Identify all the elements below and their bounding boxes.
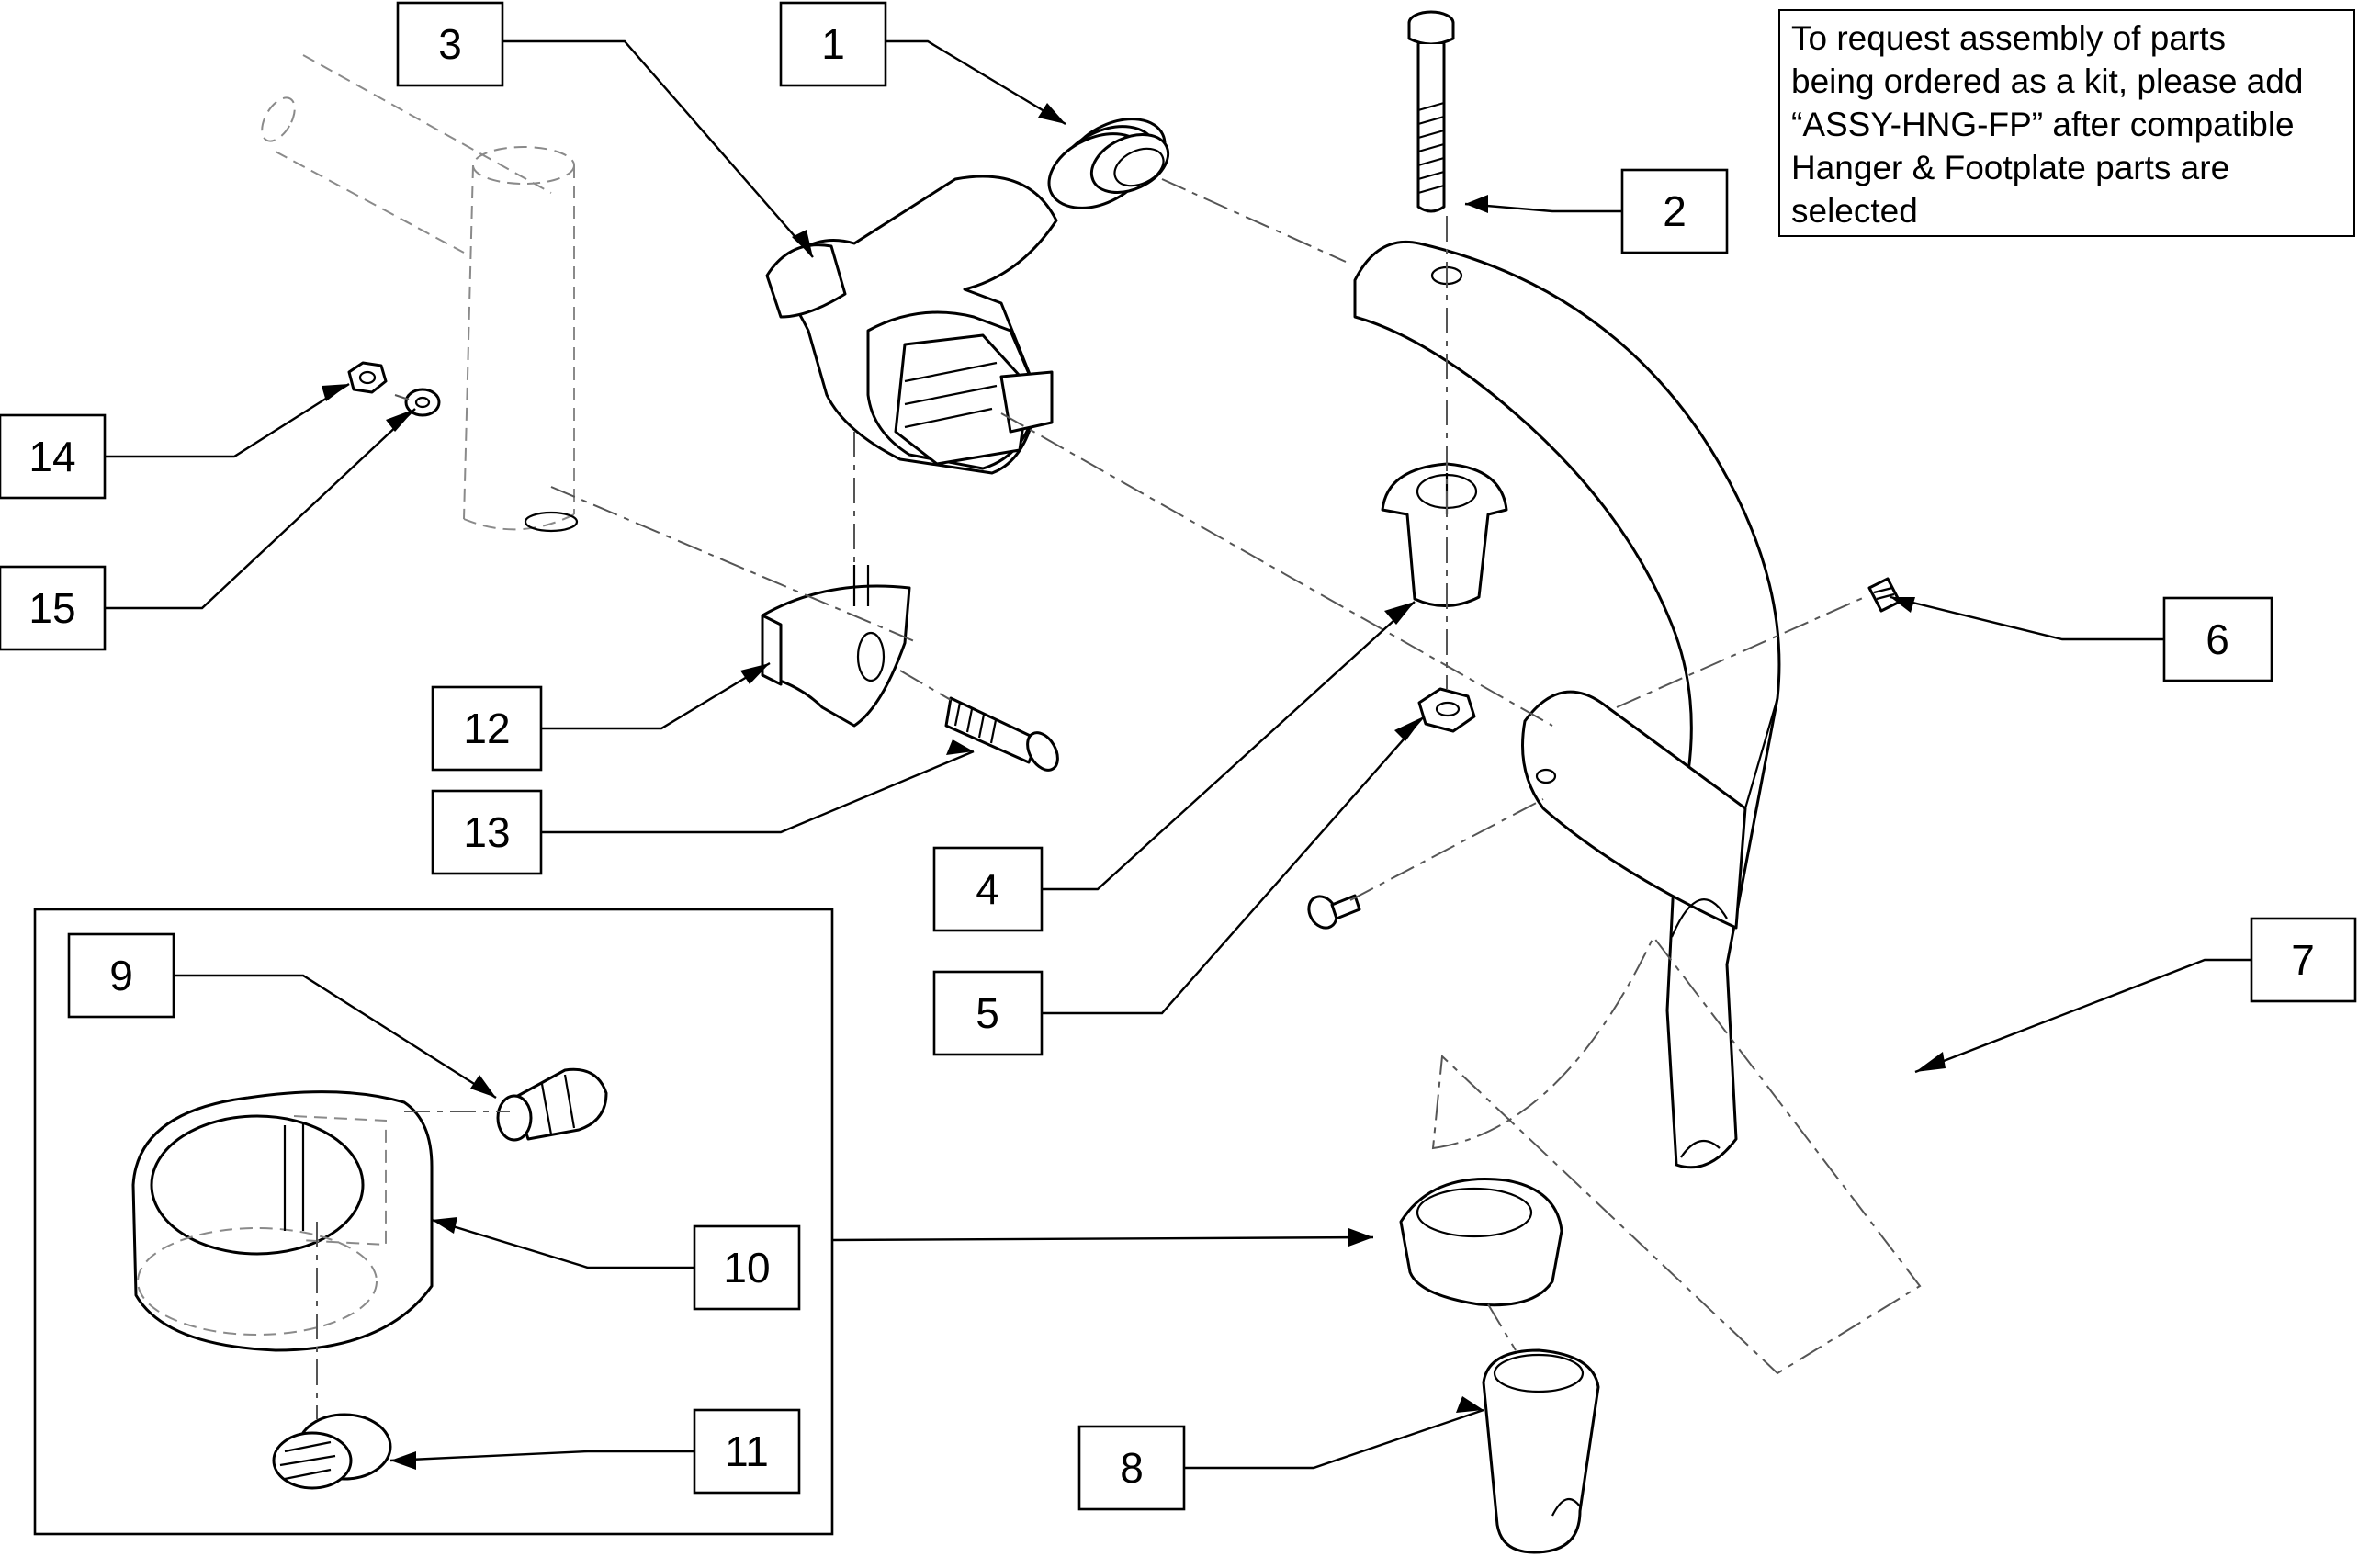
part-8-sleeve — [1482, 1348, 1600, 1554]
part-10-collar — [131, 1090, 434, 1352]
part-4-cup — [1381, 462, 1508, 608]
callout-15-label: 15 — [28, 584, 75, 632]
callout-5: 5 — [932, 970, 1044, 1056]
callout-13-label: 13 — [463, 808, 510, 856]
callout-2-label: 2 — [1663, 187, 1687, 235]
callout-8: 8 — [1077, 1425, 1186, 1511]
ring-part — [1399, 1177, 1563, 1307]
callout-13: 13 — [431, 789, 543, 875]
callout-1: 1 — [779, 1, 887, 87]
inset-box — [33, 908, 834, 1536]
callout-14: 14 — [0, 413, 107, 500]
part-3-latch-assembly — [765, 175, 1058, 475]
part-11-knob — [272, 1413, 392, 1490]
callout-12-label: 12 — [463, 705, 510, 752]
callout-10-label: 10 — [723, 1244, 770, 1292]
callout-10: 10 — [693, 1224, 801, 1311]
assembly-note: To request assembly of parts being order… — [1778, 9, 2355, 237]
callout-11: 11 — [693, 1408, 801, 1495]
callout-1-label: 1 — [821, 20, 845, 68]
note-line: being ordered as a kit, please add — [1791, 62, 2304, 100]
callout-4: 4 — [932, 846, 1044, 932]
callout-7-label: 7 — [2291, 936, 2315, 984]
callout-11-label: 11 — [725, 1427, 769, 1475]
arrowheads — [322, 103, 1946, 1470]
note-line: Hanger & Footplate parts are — [1791, 149, 2230, 186]
part-12-clamp — [761, 565, 911, 728]
frame-tube-phantom — [261, 54, 579, 533]
part-6-screw — [1867, 577, 1901, 613]
note-line: To request assembly of parts — [1791, 19, 2226, 57]
callout-8-label: 8 — [1120, 1444, 1144, 1492]
callout-15: 15 — [0, 565, 107, 651]
note-line: selected — [1791, 192, 1918, 230]
part-14-nut — [347, 361, 388, 394]
callout-3-label: 3 — [438, 20, 462, 68]
note-line: “ASSY-HNG-FP” after compatible — [1791, 106, 2295, 143]
assembly-axes — [316, 178, 1922, 1419]
callout-14-label: 14 — [28, 433, 75, 480]
part-7-hanger-tube — [1353, 240, 1781, 1169]
leader-lines — [106, 39, 2251, 1470]
part-9-pin — [496, 1067, 608, 1142]
part-13-screw — [944, 696, 1059, 772]
callout-7: 7 — [2250, 917, 2357, 1003]
callout-9-label: 9 — [109, 952, 133, 999]
callout-2: 2 — [1620, 168, 1729, 254]
part-2-bolt — [1407, 10, 1455, 213]
side-screw — [1307, 894, 1361, 930]
callout-12: 12 — [431, 685, 543, 772]
callout-6-label: 6 — [2206, 615, 2229, 663]
part-5-nut — [1417, 687, 1476, 733]
callout-5-label: 5 — [976, 989, 999, 1037]
callout-9: 9 — [67, 932, 175, 1019]
callout-4-label: 4 — [976, 865, 999, 913]
callout-6: 6 — [2162, 596, 2273, 682]
callout-3: 3 — [396, 1, 504, 87]
part-1-bushing — [1047, 118, 1170, 209]
